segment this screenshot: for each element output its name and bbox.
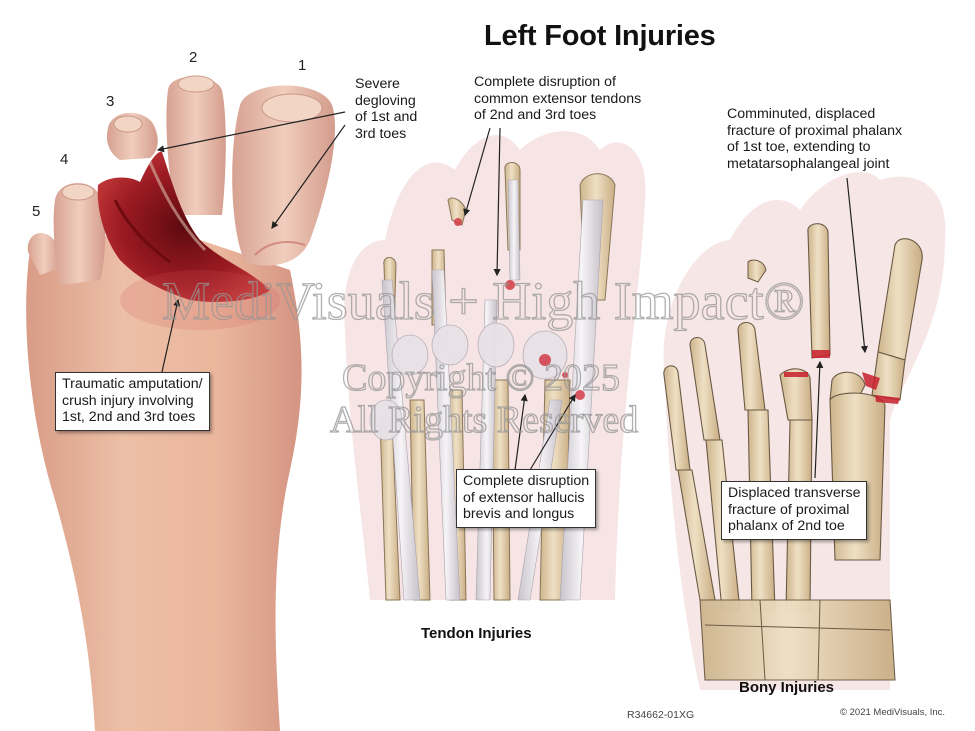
copyright-notice: © 2021 MediVisuals, Inc.: [840, 707, 946, 718]
label-severe-degloving: Severe degloving of 1st and 3rd toes: [355, 76, 418, 142]
caption-bony-injuries: Bony Injuries: [739, 679, 835, 696]
toe-number-2: 2: [189, 49, 198, 66]
watermark-copyright: Copyright © 2025: [341, 356, 620, 399]
label-traumatic-amputation: Traumatic amputation/ crush injury invol…: [55, 372, 210, 431]
watermark-brand: MediVisuals + High Impact®: [161, 270, 805, 331]
toe-number-5: 5: [32, 203, 41, 220]
external-foot-illustration: [26, 75, 335, 731]
leader-lines: [156, 111, 868, 479]
label-extensor-tendons: Complete disruption of common extensor t…: [474, 74, 642, 123]
watermark-rights: All Rights Reserved: [329, 398, 639, 441]
label-extensor-hallucis: Complete disruption of extensor hallucis…: [456, 469, 597, 528]
image-code: R34662-01XG: [627, 709, 695, 721]
caption-tendon-injuries: Tendon Injuries: [421, 625, 532, 642]
bone-illustration: [663, 171, 946, 690]
label-transverse-fracture: Displaced transverse fracture of proxima…: [721, 481, 868, 540]
toe-number-4: 4: [60, 151, 69, 168]
toe-number-3: 3: [106, 93, 115, 110]
toe-number-1: 1: [298, 57, 307, 74]
label-comminuted-fracture: Comminuted, displaced fracture of proxim…: [727, 106, 903, 172]
page-title: Left Foot Injuries: [484, 20, 716, 52]
